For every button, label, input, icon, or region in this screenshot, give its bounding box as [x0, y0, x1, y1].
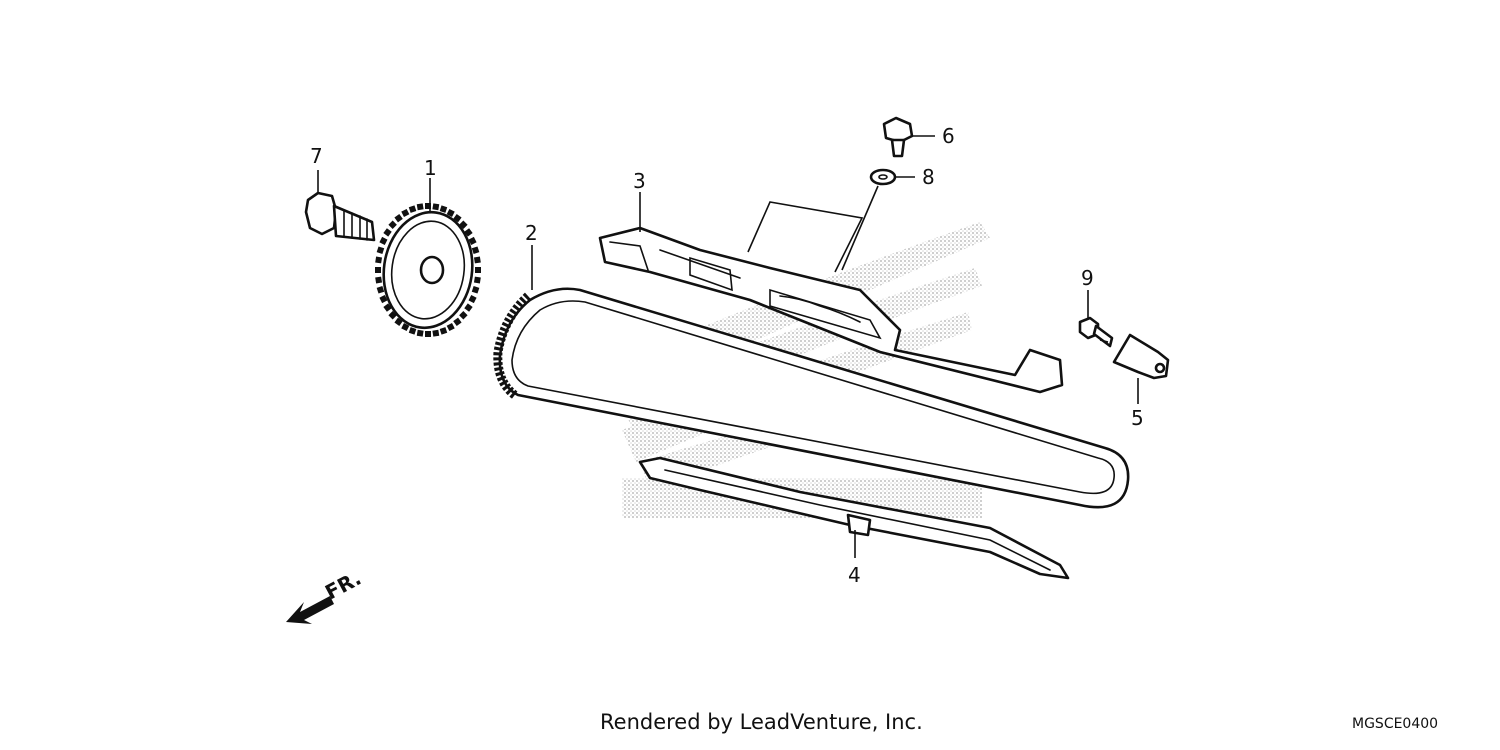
callout-7: 7	[310, 144, 323, 168]
callout-3: 3	[633, 169, 646, 193]
sprocket-tooth	[432, 203, 440, 211]
callout-1: 1	[424, 156, 437, 180]
sprocket-tooth	[473, 256, 481, 264]
sprocket-tooth	[446, 208, 455, 218]
render-credit: Rendered by LeadVenture, Inc.	[600, 710, 923, 734]
callout-labels: 7 1 2 3 6 8 9 5 4	[310, 124, 1144, 587]
sprocket-tooth	[376, 246, 385, 255]
sprocket-tooth	[471, 285, 480, 294]
sprocket-tooth	[375, 276, 383, 284]
sprocket-tooth	[416, 203, 424, 211]
callout-4: 4	[848, 563, 861, 587]
sprocket-tooth	[379, 236, 388, 245]
sprocket-tooth	[401, 322, 410, 332]
sprocket-tooth	[475, 267, 481, 273]
callout-5: 5	[1131, 406, 1144, 430]
callout-2: 2	[525, 221, 538, 245]
sprocket-tooth	[446, 322, 455, 332]
sprocket-tooth	[401, 208, 410, 218]
sprocket-tooth	[468, 295, 477, 304]
tensioner-plate	[1112, 333, 1170, 380]
diagram-code: MGSCE0400	[1352, 716, 1439, 732]
sprocket-tooth	[388, 220, 397, 229]
sprocket-tooth	[375, 267, 381, 273]
sprocket-tooth	[439, 327, 448, 335]
sprocket-tooth	[375, 256, 383, 264]
sprocket-tooth	[471, 246, 480, 255]
sprocket-tooth	[468, 236, 477, 245]
leader-lines	[317, 135, 1139, 558]
sprocket-tooth	[439, 205, 448, 213]
sprocket-bolt	[304, 191, 376, 242]
washer	[869, 168, 897, 186]
sprocket-tooth	[394, 214, 403, 223]
sprocket-tooth	[473, 276, 481, 284]
cam-sprocket	[375, 203, 481, 337]
callout-9: 9	[1081, 266, 1094, 290]
sprocket-tooth	[453, 317, 462, 326]
sprocket-tooth	[376, 285, 385, 294]
chain-tensioner-arm	[598, 226, 1064, 394]
sprocket-tooth	[379, 295, 388, 304]
arm-pivot-bolt	[882, 116, 914, 158]
sprocket-tooth	[459, 311, 468, 320]
cam-chain	[493, 287, 1130, 509]
sprocket-tooth	[383, 228, 392, 237]
sprocket-tooth	[432, 329, 440, 337]
callout-6: 6	[942, 124, 955, 148]
sprocket-tooth	[464, 303, 473, 312]
sprocket-tooth	[416, 329, 424, 337]
front-direction-arrow-icon: FR.	[286, 566, 365, 624]
sprocket-tooth	[408, 327, 417, 335]
plate-bolt	[1078, 316, 1114, 348]
sprocket-tooth	[425, 331, 431, 337]
callout-8: 8	[922, 165, 935, 189]
sprocket-tooth	[408, 205, 417, 213]
cam-chain-guide	[638, 456, 1070, 580]
